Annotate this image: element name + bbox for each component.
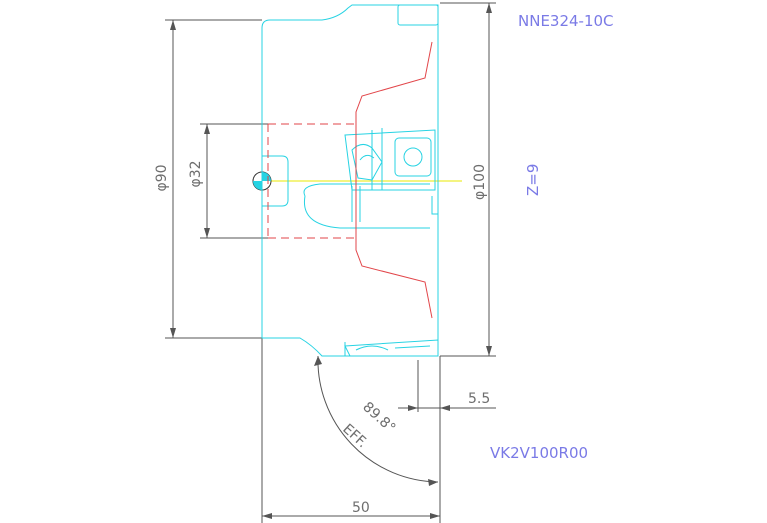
cutting-diameter-label: φ100 — [472, 164, 488, 200]
bore-diameter-label: φ32 — [188, 160, 204, 187]
hidden-lines — [267, 41, 433, 319]
tool-code-label: VK2V100R00 — [490, 444, 588, 462]
outer-diameter-label: φ90 — [154, 164, 170, 191]
teeth-count-label: Z=9 — [524, 164, 542, 196]
angle-label: 89.8° — [359, 399, 398, 436]
dimension-lines — [165, 2, 496, 523]
height-dimension-label: 50 — [352, 500, 370, 516]
dimension-arrows — [170, 3, 492, 519]
cutter-body — [261, 4, 439, 357]
angle-note-label: EFF. — [339, 421, 370, 451]
insert-code-label: NNE324-10C — [518, 12, 614, 30]
insert-offset-label: 5.5 — [468, 391, 490, 407]
